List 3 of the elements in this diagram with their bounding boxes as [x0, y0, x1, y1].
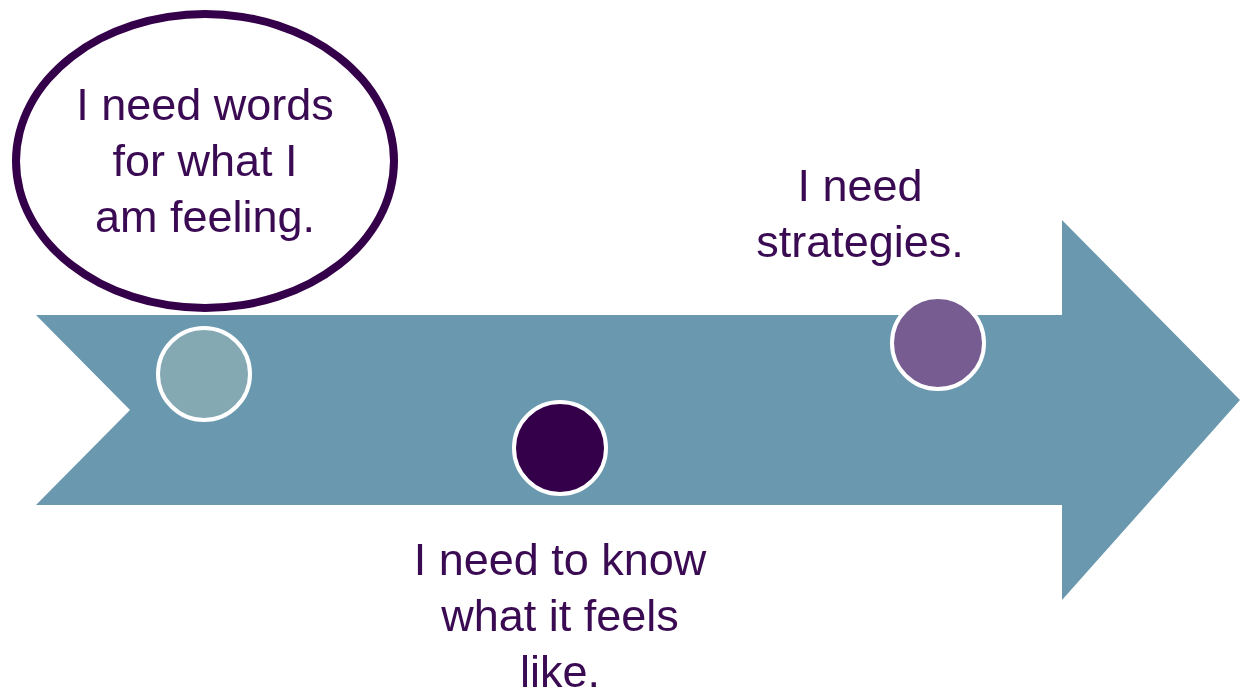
node-caption: I need to know what it feels like. [412, 533, 708, 695]
node-caption: I need strategies. [755, 159, 965, 269]
node-text: I need words for what I am feeling. [75, 78, 335, 244]
